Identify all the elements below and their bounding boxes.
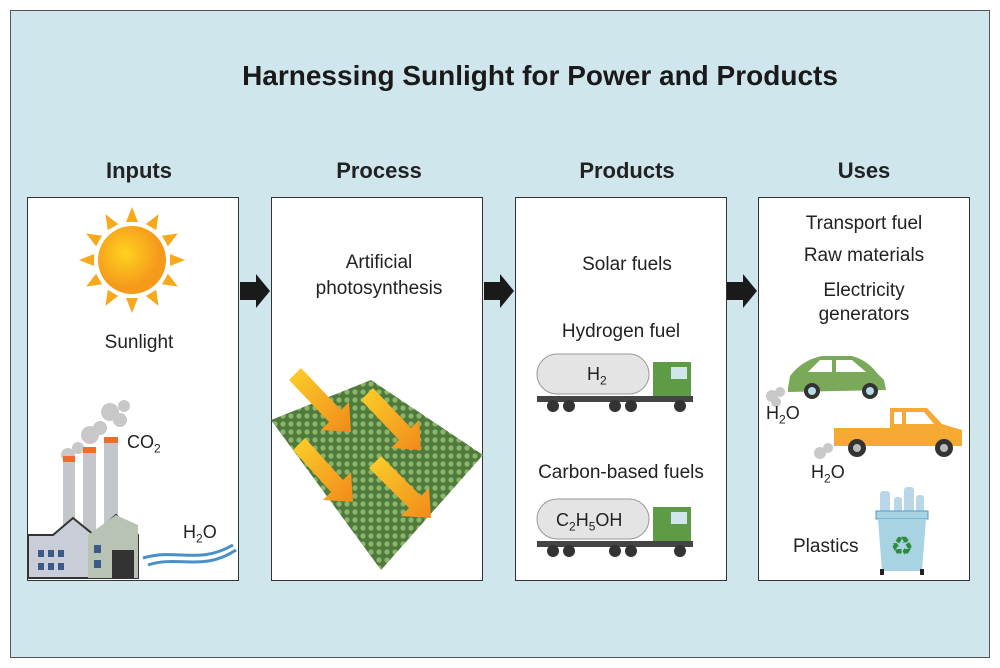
header-products: Products <box>579 158 675 183</box>
sunlight-label: Sunlight <box>104 332 174 353</box>
hydrogen-truck-icon <box>536 353 693 412</box>
arrow-right-icon <box>727 274 757 308</box>
h2o-subscript: 2 <box>196 531 203 546</box>
carbon-fuels-label: Carbon-based fuels <box>538 462 704 483</box>
photosynthesis-panel-icon <box>271 368 483 570</box>
eth-sub-5: 5 <box>588 519 596 534</box>
transport-fuel-label: Transport fuel <box>805 213 923 234</box>
eth-oh: OH <box>595 510 623 530</box>
ethanol-truck-icon <box>536 498 693 557</box>
electricity-label: Electricity <box>823 280 905 301</box>
header-inputs: Inputs <box>106 158 172 183</box>
h2o-truck-label: H2O <box>811 462 845 486</box>
recycling-bin-icon: ♻ <box>875 487 929 575</box>
h2o-input-label: H2O <box>183 522 217 546</box>
co2-label: CO2 <box>127 432 161 456</box>
sun-icon <box>79 207 185 313</box>
svg-text:♻: ♻ <box>890 531 913 561</box>
raw-materials-label: Raw materials <box>803 245 925 266</box>
ethanol-tank-label: C2H5OH <box>556 510 622 534</box>
h2o-o: O <box>785 403 800 423</box>
h2o-subscript: 2 <box>824 471 831 486</box>
vehicles-icon <box>766 356 962 459</box>
co2-subscript: 2 <box>154 441 161 456</box>
process-line1: Artificial <box>345 252 413 273</box>
hydrogen-fuel-label: Hydrogen fuel <box>561 321 681 342</box>
h2-subscript: 2 <box>600 373 607 388</box>
process-line2: photosynthesis <box>315 278 443 299</box>
eth-c: C <box>556 510 569 530</box>
arrow-right-icon <box>484 274 514 308</box>
h2o-subscript: 2 <box>779 412 786 427</box>
h2o-h: H <box>766 403 779 423</box>
generators-label: generators <box>818 304 910 325</box>
h2o-car-label: H2O <box>766 403 800 427</box>
factory-icon <box>28 400 237 579</box>
h2o-h: H <box>183 522 196 542</box>
diagram-title: Harnessing Sunlight for Power and Produc… <box>242 60 838 91</box>
h2o-h: H <box>811 462 824 482</box>
plastics-label: Plastics <box>793 536 859 557</box>
h2-tank-label: H2 <box>587 364 607 388</box>
eth-sub-2: 2 <box>569 519 576 534</box>
arrow-right-icon <box>240 274 270 308</box>
h2o-o: O <box>830 462 845 482</box>
co2-text: CO <box>127 432 154 452</box>
h2-h: H <box>587 364 600 384</box>
header-uses: Uses <box>837 158 891 183</box>
solar-fuels-label: Solar fuels <box>582 254 672 275</box>
h2o-o: O <box>202 522 217 542</box>
eth-h: H <box>575 510 589 530</box>
header-process: Process <box>336 158 422 183</box>
